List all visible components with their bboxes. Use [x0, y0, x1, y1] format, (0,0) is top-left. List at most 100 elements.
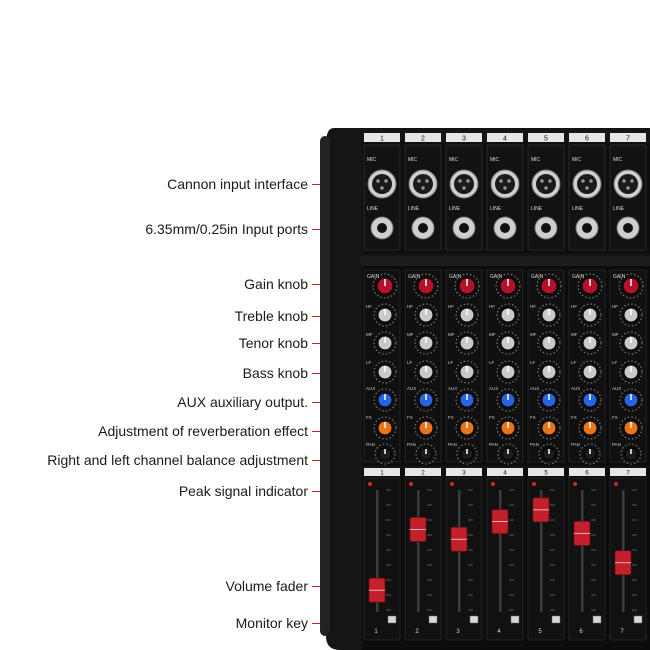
fader-number: 4 [503, 471, 507, 477]
aux-label: AUX [489, 386, 498, 391]
treble-knob-icon-scale [373, 303, 397, 327]
bass-knob-icon-scale [455, 360, 479, 384]
peak-led-icon [368, 482, 372, 486]
monitor-key-icon [592, 615, 602, 624]
lf-label: LF [571, 360, 577, 365]
channel-number: 6 [585, 136, 589, 143]
tenor-knob-icon-scale [537, 331, 561, 355]
tenor-knob-icon-scale [619, 331, 643, 355]
channel-number: 3 [462, 136, 466, 143]
fader-bottom-number: 4 [497, 629, 501, 635]
pan-label: PAN [612, 442, 621, 447]
aux-label: AUX [571, 386, 580, 391]
line-label: LINE [531, 206, 543, 212]
hf-label: HF [366, 304, 372, 309]
gain-knob-icon-scale [577, 273, 603, 299]
mic-label: MIC [367, 157, 377, 163]
peak-led-icon [614, 482, 618, 486]
callout-monitor-key: Monitor key [235, 615, 308, 631]
peak-led-icon [532, 482, 536, 486]
fader-number: 7 [626, 471, 630, 477]
channel-number: 5 [544, 136, 548, 143]
mf-label: MF [612, 332, 619, 337]
xlr-pin [466, 179, 470, 183]
xlr-jack-socket [536, 174, 556, 194]
aux-knob-icon-scale [578, 388, 602, 412]
bass-knob-icon-scale [619, 360, 643, 384]
lf-label: LF [366, 360, 372, 365]
callout-bass-knob: Bass knob [242, 365, 308, 381]
line-label: LINE [613, 206, 625, 212]
pan-label: PAN [489, 442, 498, 447]
xlr-pin [548, 179, 552, 183]
mf-label: MF [530, 332, 537, 337]
pan-knob-icon-scale [620, 443, 642, 465]
mic-label: MIC [572, 157, 582, 163]
mic-label: MIC [490, 157, 500, 163]
monitor-key-icon [469, 615, 479, 624]
bass-knob-icon-scale [414, 360, 438, 384]
line-label: LINE [490, 206, 502, 212]
aux-knob-icon-scale [619, 388, 643, 412]
fx-label: FX [530, 415, 536, 420]
aux-label: AUX [612, 386, 621, 391]
xlr-jack-socket [372, 174, 392, 194]
fader-track [417, 490, 420, 612]
fader-number: 6 [585, 471, 589, 477]
channel-number-tab [405, 133, 441, 142]
mixer-illustration: 1MICLINEGAINHFMFLFAUXFXPAN112MICLINEGAIN… [320, 128, 650, 650]
aux-label: AUX [530, 386, 539, 391]
line-label: LINE [367, 206, 379, 212]
line-label: LINE [572, 206, 584, 212]
peak-led-icon [450, 482, 454, 486]
treble-knob-icon-scale [455, 303, 479, 327]
callout-balance-adjust: Right and left channel balance adjustmen… [47, 452, 308, 468]
channel-number: 2 [421, 136, 425, 143]
lf-label: LF [612, 360, 618, 365]
xlr-pin [376, 179, 380, 183]
fader-panel [568, 477, 606, 641]
fader-number-tab [405, 468, 441, 476]
channel-number-tab [364, 133, 400, 142]
bass-knob-icon-scale [537, 360, 561, 384]
fader-number: 5 [544, 471, 548, 477]
peak-led-icon [491, 482, 495, 486]
channel-number-tab [487, 133, 523, 142]
fader-panel [486, 477, 524, 641]
fx-knob-icon-scale [496, 416, 520, 440]
lf-label: LF [530, 360, 536, 365]
aux-knob-icon-scale [455, 388, 479, 412]
xlr-jack-socket [454, 174, 474, 194]
pan-knob-icon-scale [538, 443, 560, 465]
gain-knob-icon-scale [618, 273, 644, 299]
fader-track [581, 490, 584, 612]
monitor-key-icon [387, 615, 397, 624]
fader-panel [363, 477, 401, 641]
fader-panel [404, 477, 442, 641]
lf-label: LF [407, 360, 413, 365]
callout-cannon-input: Cannon input interface [167, 176, 308, 192]
channel-number: 7 [626, 136, 630, 143]
treble-knob-icon-scale [619, 303, 643, 327]
fx-label: FX [366, 415, 372, 420]
aux-label: AUX [448, 386, 457, 391]
channel-number-tab [610, 133, 646, 142]
gain-label: GAIN [408, 274, 421, 280]
xlr-pin [544, 186, 548, 190]
peak-led-icon [409, 482, 413, 486]
fader-number-tab [610, 468, 646, 476]
callout-gain-knob: Gain knob [244, 276, 308, 292]
bass-knob-icon-scale [496, 360, 520, 384]
fader-bottom-number: 3 [456, 629, 460, 635]
fader-panel [445, 477, 483, 641]
treble-knob-icon-scale [414, 303, 438, 327]
lf-label: LF [448, 360, 454, 365]
xlr-pin [581, 179, 585, 183]
line-label: LINE [408, 206, 420, 212]
gain-label: GAIN [531, 274, 544, 280]
fx-knob-icon-scale [619, 416, 643, 440]
xlr-pin [622, 179, 626, 183]
quarter-inch-jack-socket [500, 223, 510, 233]
mf-label: MF [489, 332, 496, 337]
fader-number-tab [446, 468, 482, 476]
